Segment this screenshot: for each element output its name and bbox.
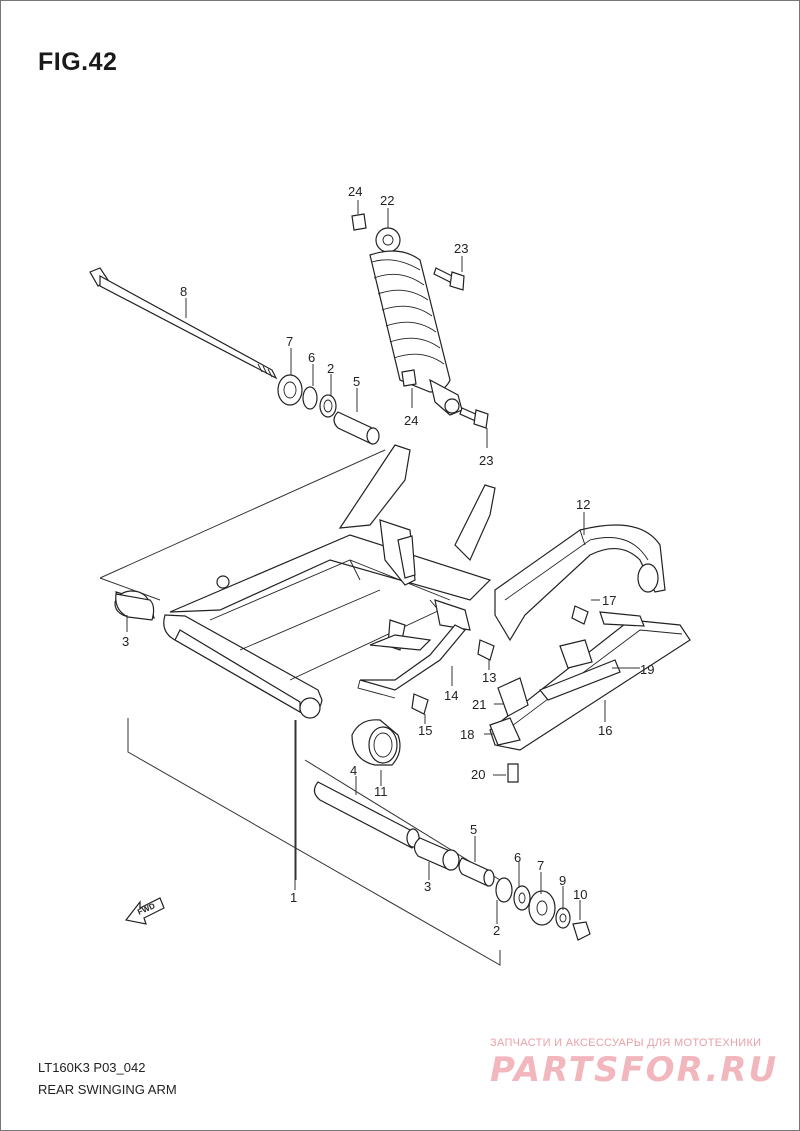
section-title: REAR SWINGING ARM bbox=[38, 1082, 177, 1097]
part-5-collar-lower bbox=[458, 857, 495, 887]
callout-2-upper: 2 bbox=[327, 361, 334, 376]
part-5-collar-upper bbox=[333, 411, 380, 445]
upper-hardware bbox=[277, 374, 337, 418]
part-24-nuts bbox=[351, 213, 417, 387]
callout-3-left: 3 bbox=[122, 634, 129, 649]
callout-5-lower: 5 bbox=[470, 822, 477, 837]
callout-2-lower: 2 bbox=[493, 923, 500, 938]
callout-6-upper: 6 bbox=[308, 350, 315, 365]
callout-20: 20 bbox=[471, 767, 485, 782]
watermark-logo: PARTSFOR.RU bbox=[490, 1050, 779, 1090]
part-3-bushing-left bbox=[114, 590, 155, 621]
callout-12: 12 bbox=[576, 497, 590, 512]
figure-title: FIG.42 bbox=[38, 48, 118, 76]
callout-17: 17 bbox=[602, 593, 616, 608]
leader-lines bbox=[126, 200, 640, 924]
callouts: 8 7 6 2 5 24 22 23 24 23 12 17 13 14 15 … bbox=[122, 184, 654, 938]
part-8-pivot-bolt bbox=[89, 267, 278, 380]
part-16-chain-case bbox=[489, 611, 691, 751]
swing-arm-body bbox=[163, 444, 496, 719]
callout-7-lower: 7 bbox=[537, 858, 544, 873]
callout-13: 13 bbox=[482, 670, 496, 685]
callout-6-lower: 6 bbox=[514, 850, 521, 865]
callout-14: 14 bbox=[444, 688, 458, 703]
callout-24-upper: 24 bbox=[348, 184, 362, 199]
watermark-tagline: ЗАПЧАСТИ И АКСЕССУАРЫ ДЛЯ МОТОТЕХНИКИ bbox=[490, 1037, 762, 1049]
callout-24-lower: 24 bbox=[404, 413, 418, 428]
callout-19: 19 bbox=[640, 662, 654, 677]
part-18-plate bbox=[489, 717, 521, 746]
part-21-bracket bbox=[497, 677, 529, 717]
part-12-chain-cover bbox=[494, 524, 666, 642]
callout-16: 16 bbox=[598, 723, 612, 738]
callout-1: 1 bbox=[290, 890, 297, 905]
callout-23-lower: 23 bbox=[479, 453, 493, 468]
callout-21: 21 bbox=[472, 697, 486, 712]
callout-23-upper: 23 bbox=[454, 241, 468, 256]
callout-4: 4 bbox=[350, 763, 357, 778]
part-3-bushing-right bbox=[413, 837, 460, 871]
callout-18: 18 bbox=[460, 727, 474, 742]
callout-9: 9 bbox=[559, 873, 566, 888]
forward-arrow-icon: FWD bbox=[124, 897, 165, 925]
part-23-bolts bbox=[433, 267, 489, 429]
part-11-bushing bbox=[351, 719, 401, 766]
part-14-chain-guide bbox=[357, 624, 466, 699]
callout-15: 15 bbox=[418, 723, 432, 738]
model-code: LT160K3 P03_042 bbox=[38, 1060, 146, 1075]
callout-3-right: 3 bbox=[424, 879, 431, 894]
part-4-spacer-tube bbox=[313, 781, 420, 849]
part-22-rear-shock-absorber bbox=[369, 227, 463, 416]
callout-7-upper: 7 bbox=[286, 334, 293, 349]
callout-11: 11 bbox=[374, 784, 388, 799]
lower-hardware bbox=[495, 877, 591, 941]
callout-10: 10 bbox=[573, 887, 587, 902]
small-bolts bbox=[411, 605, 589, 783]
callout-8: 8 bbox=[180, 284, 187, 299]
callout-22: 22 bbox=[380, 193, 394, 208]
callout-5-upper: 5 bbox=[353, 374, 360, 389]
